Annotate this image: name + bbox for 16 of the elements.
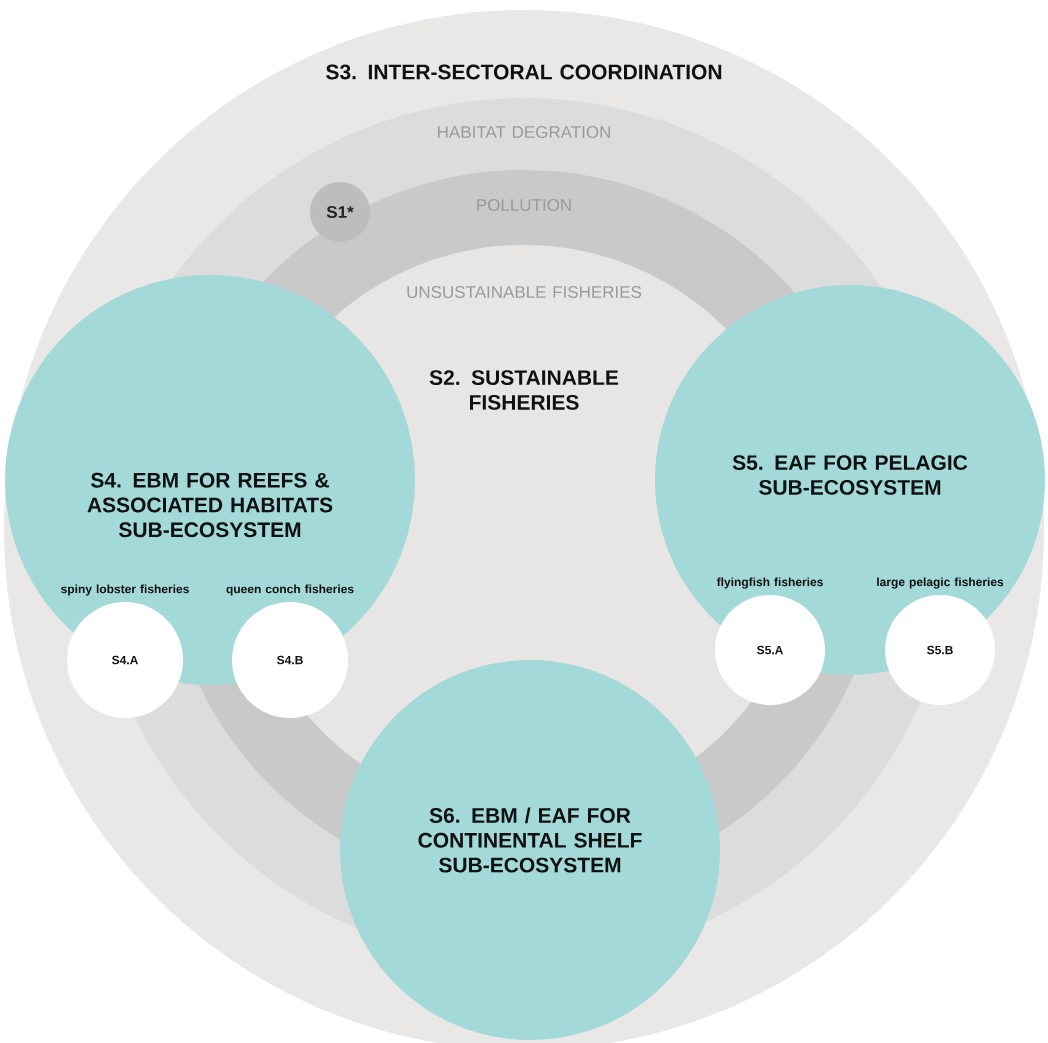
circle-label: S5.B [927, 645, 953, 655]
circle-label: S1* [326, 206, 354, 219]
circle-caption: queen conch fisheries [226, 584, 354, 596]
circle-caption: flyingfish fisheries [716, 577, 823, 589]
ring-label: UNSUSTAINABLE FISHERIES [407, 286, 642, 299]
circle-heading: S3. INTER-SECTORAL COORDINATION [326, 64, 722, 80]
circle-heading: S2. SUSTAINABLE FISHERIES [429, 370, 619, 410]
circle-heading: S4. EBM FOR REEFS & ASSOCIATED HABITATS SUB-ECOSYSTEM [87, 472, 333, 538]
ring-label: HABITAT DEGRATION [438, 126, 610, 138]
circle-label: S4.A [112, 655, 138, 665]
circle-caption: spiny lobster fisheries [61, 584, 189, 596]
circle-heading: S6. EBM / EAF FOR CONTINENTAL SHELF SUB-ECOSYSTEM [418, 807, 642, 873]
circle-label: S4.B [277, 655, 303, 665]
circle-caption: large pelagic fisheries [877, 577, 1004, 589]
circle-heading: S5. EAF FOR PELAGIC SUB-ECOSYSTEM [732, 455, 968, 495]
circle-label: S5.A [757, 645, 784, 655]
